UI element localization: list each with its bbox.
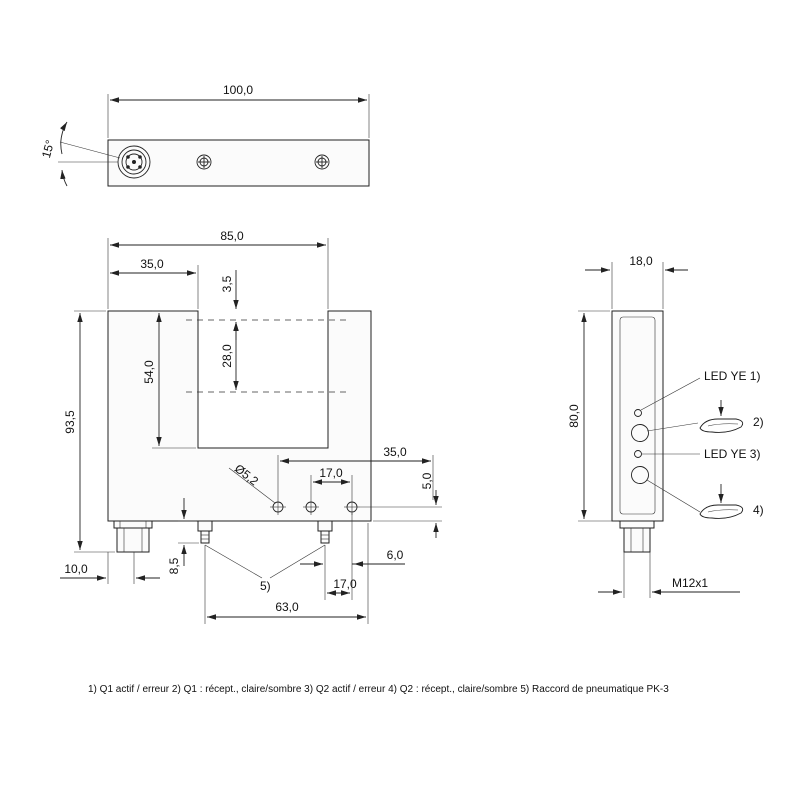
dim-slot-3-5: 3,5 xyxy=(220,275,234,292)
finger-press-icon xyxy=(699,484,744,519)
front-view: 85,0 35,0 3,5 28,0 54,0 93,5 Ø5,2 35,0 xyxy=(60,229,442,624)
dim-pneumatic-8-5: 8,5 xyxy=(167,557,181,574)
mounting-hole-icon xyxy=(270,499,286,515)
connector-bottom-icon xyxy=(113,520,153,553)
dim-slot-28: 28,0 xyxy=(220,344,234,368)
top-view: 100,0 15° xyxy=(39,83,370,187)
callout-5: 5) xyxy=(260,579,271,593)
dim-right-6: 6,0 xyxy=(387,548,404,562)
screw-icon xyxy=(314,154,330,170)
teach-button-q2-icon xyxy=(631,466,649,484)
callout-led-1: LED YE 1) xyxy=(704,369,760,383)
dim-side-18: 18,0 xyxy=(629,254,653,268)
dim-side-80: 80,0 xyxy=(567,404,581,428)
pneumatic-fitting-icon xyxy=(197,520,213,544)
screw-icon xyxy=(196,154,212,170)
mounting-hole-icon xyxy=(303,499,319,515)
teach-button-q1-icon xyxy=(631,424,649,442)
side-view: 18,0 80,0 M12x1 LED YE 1) 2) LED YE 3) xyxy=(567,254,764,598)
footnote-caption: 1) Q1 actif / erreur 2) Q1 : récept., cl… xyxy=(88,684,669,695)
dim-hole-offset-5: 5,0 xyxy=(420,472,434,489)
dim-slot-54: 54,0 xyxy=(142,360,156,384)
dim-angle-15: 15° xyxy=(39,138,57,159)
dim-holes-17-top: 17,0 xyxy=(319,466,343,480)
dim-width-35-left: 35,0 xyxy=(140,257,164,271)
led-q2-icon xyxy=(634,450,642,458)
callout-led-3: LED YE 3) xyxy=(704,447,760,461)
dim-width-100: 100,0 xyxy=(223,83,253,97)
led-q1-icon xyxy=(634,409,642,417)
dim-height-93-5: 93,5 xyxy=(63,410,77,434)
pneumatic-fitting-icon xyxy=(317,520,333,544)
dim-bottom-63: 63,0 xyxy=(275,600,299,614)
connector-top-icon xyxy=(117,145,151,179)
dim-thread: M12x1 xyxy=(672,576,708,590)
finger-press-icon xyxy=(699,400,744,433)
dim-bottom-10: 10,0 xyxy=(64,562,88,576)
dim-width-35-right: 35,0 xyxy=(383,445,407,459)
callout-4: 4) xyxy=(753,503,764,517)
dim-bottom-17: 17,0 xyxy=(333,577,357,591)
callout-2: 2) xyxy=(753,415,764,429)
dim-width-85: 85,0 xyxy=(220,229,244,243)
mounting-hole-icon xyxy=(344,499,360,515)
connector-side-icon xyxy=(619,520,655,553)
